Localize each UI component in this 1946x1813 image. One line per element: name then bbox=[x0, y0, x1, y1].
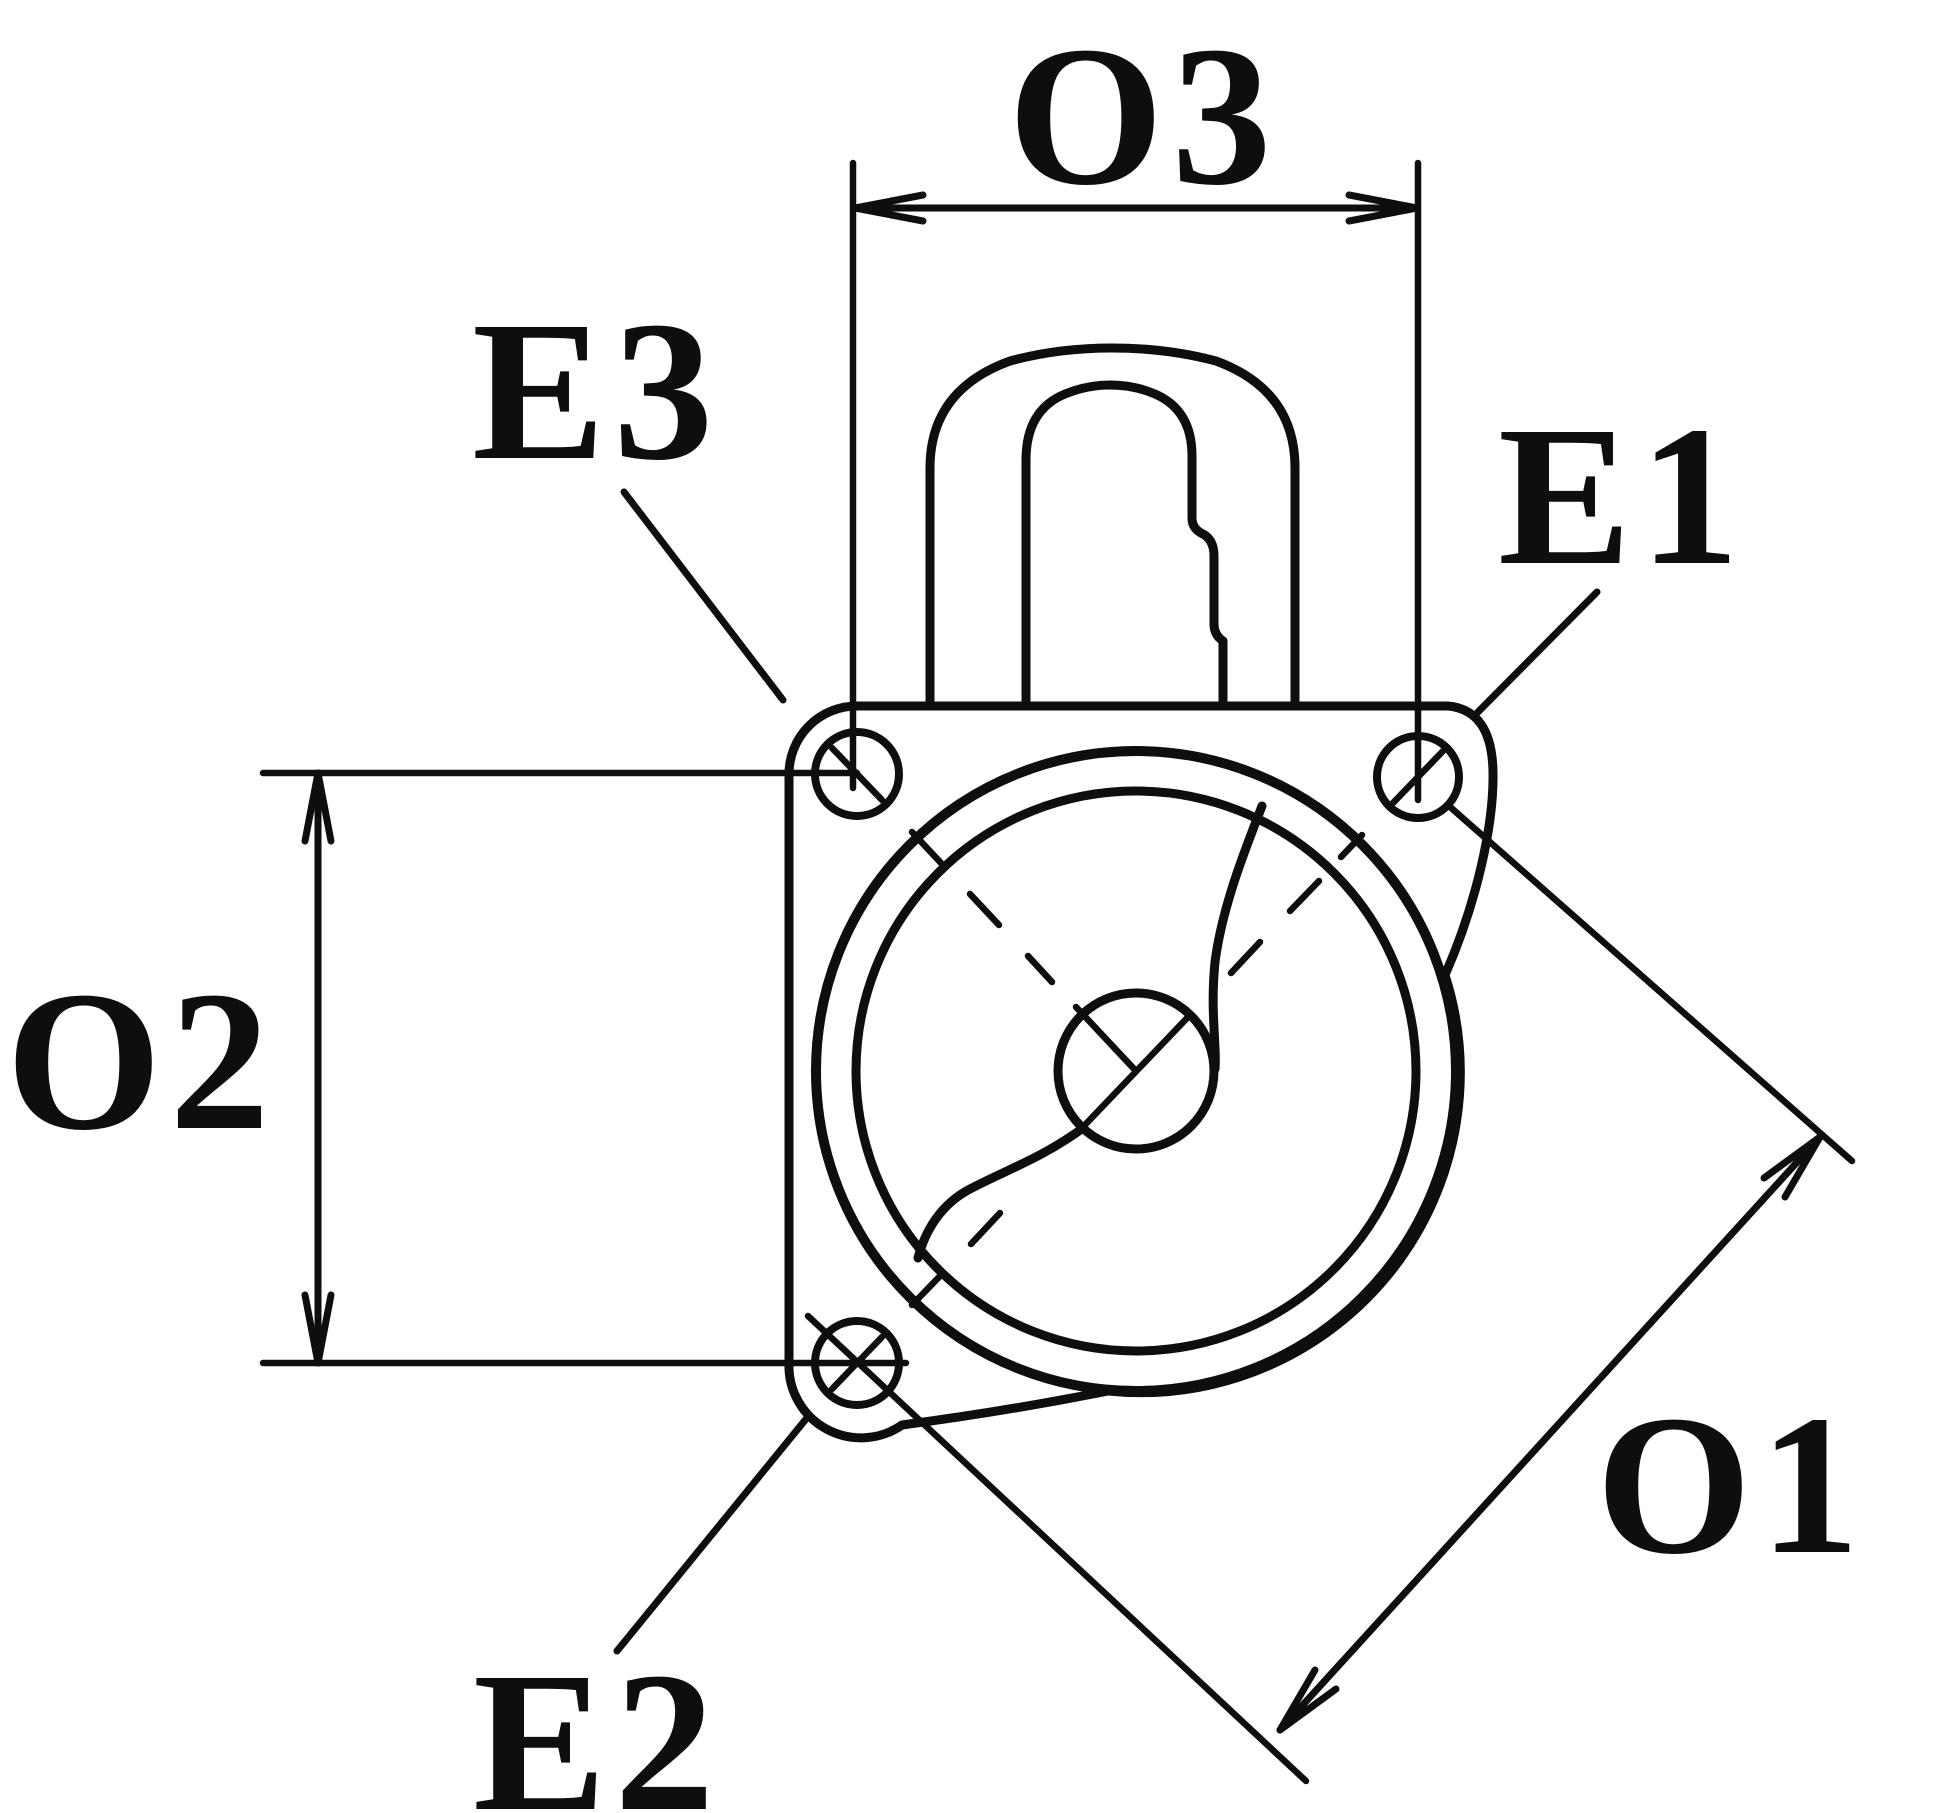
o3-arrow-right-icon bbox=[1345, 191, 1421, 225]
label-e3: E3 bbox=[472, 281, 721, 502]
o1-arrow-lower-icon bbox=[1276, 1666, 1340, 1734]
flange-outline bbox=[784, 701, 1498, 1443]
o1-extension-e1 bbox=[1445, 802, 1856, 1165]
solenoid-bracket-outer bbox=[925, 343, 1300, 711]
dimension-labels: O3 E3 E1 O2 E2 O1 bbox=[6, 6, 1868, 1813]
pilot-inner-circle bbox=[851, 786, 1421, 1356]
dimension-o2 bbox=[259, 769, 910, 1367]
label-o3: O3 bbox=[1008, 6, 1280, 227]
o2-arrow-up-icon bbox=[301, 769, 335, 845]
o1-extension-e2 bbox=[804, 1312, 1310, 1785]
dimension-o3 bbox=[849, 159, 1422, 804]
o1-dimension-line bbox=[1276, 1133, 1824, 1734]
label-e2: E2 bbox=[473, 1632, 722, 1813]
face-contour-upper bbox=[1208, 801, 1267, 1074]
e2-leader-line bbox=[613, 1415, 810, 1655]
solenoid-bracket-window bbox=[1021, 380, 1228, 711]
label-o2: O2 bbox=[6, 951, 278, 1172]
flange-body bbox=[784, 343, 1498, 1443]
leader-lines bbox=[613, 488, 1601, 1655]
face-contour-lower bbox=[913, 1123, 1088, 1263]
label-o1: O1 bbox=[1596, 1375, 1868, 1596]
label-e1: E1 bbox=[1498, 386, 1747, 607]
e3-leader-line bbox=[620, 488, 787, 704]
dimension-o1 bbox=[804, 802, 1856, 1785]
e1-leader-line bbox=[1474, 588, 1601, 716]
o1-arrow-upper-icon bbox=[1760, 1133, 1824, 1201]
o2-arrow-down-icon bbox=[301, 1291, 335, 1367]
o3-arrow-left-icon bbox=[851, 191, 927, 225]
pilot-outer-circle bbox=[811, 746, 1461, 1396]
